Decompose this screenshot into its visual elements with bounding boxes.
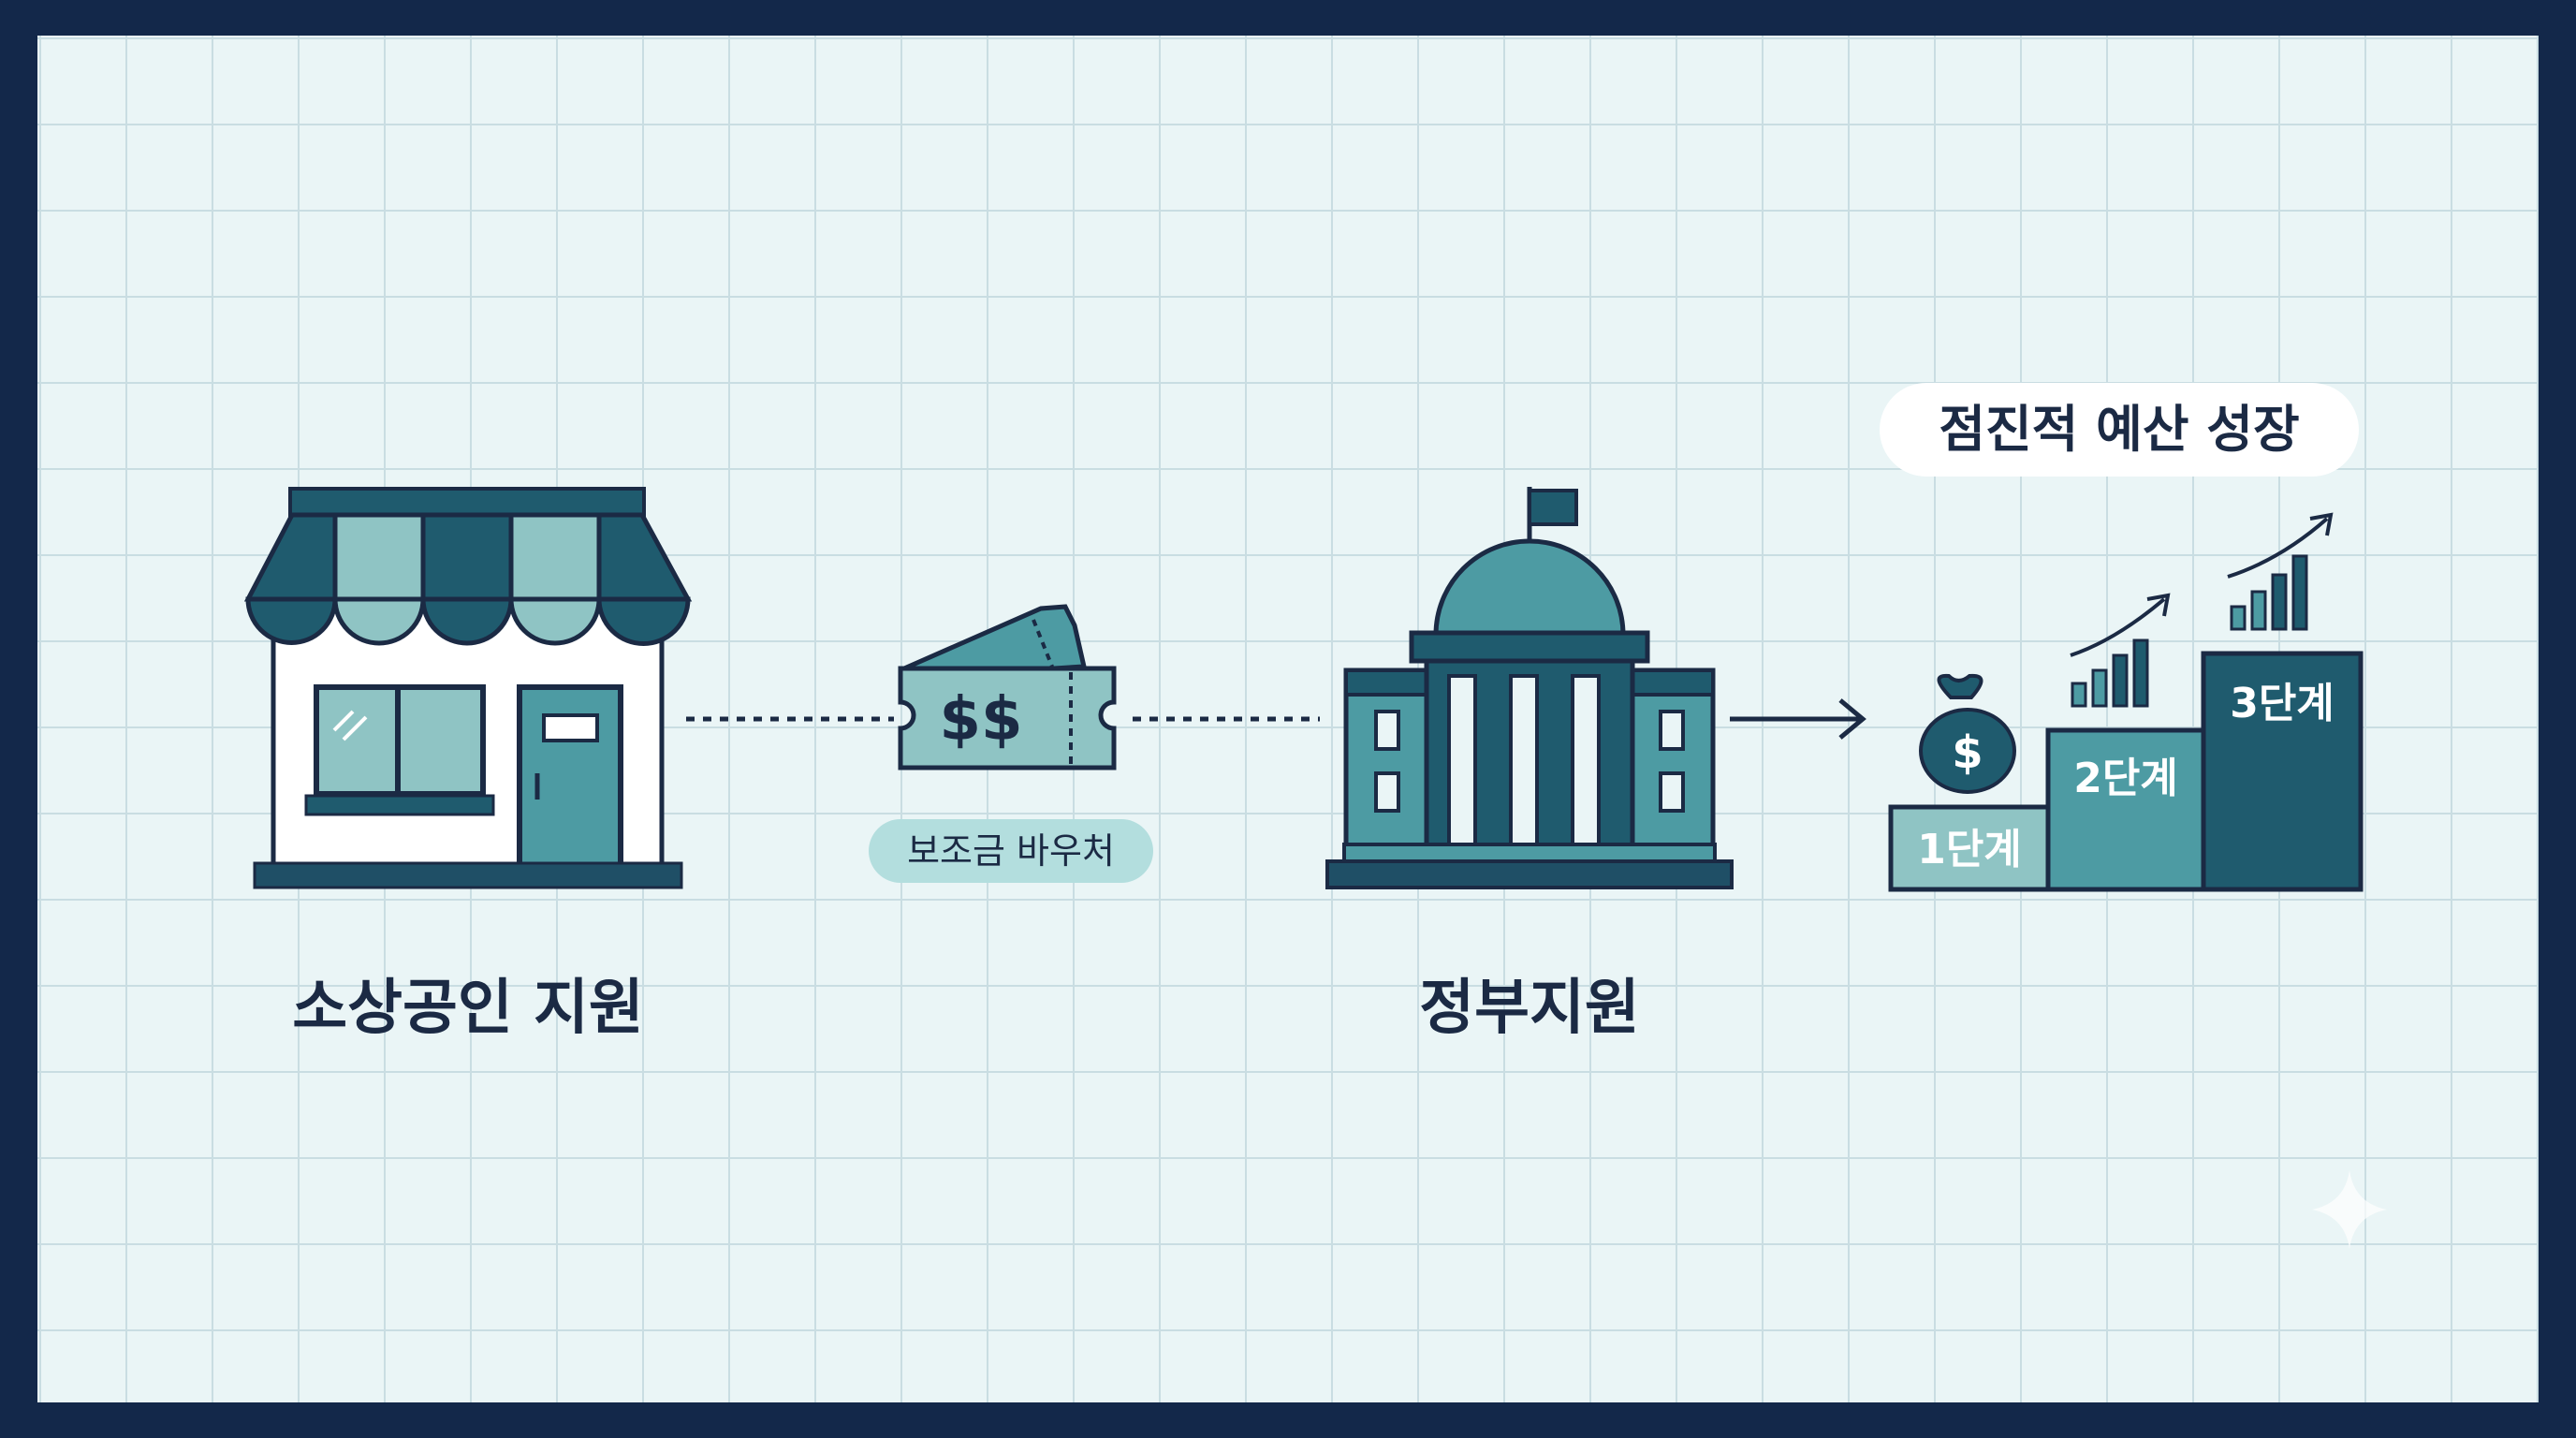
voucher-dollar-text: $$ xyxy=(939,685,1022,755)
money-bag-icon: $ xyxy=(1919,673,2016,794)
voucher-icon: $$ xyxy=(898,604,1117,770)
bar-chart-icon-stage-3 xyxy=(2227,512,2334,631)
growth-stages-chart: $ 1단계 2단계 3단계 xyxy=(1888,512,2364,892)
stage-2-label: 2단계 xyxy=(2073,755,2178,802)
store-icon xyxy=(243,487,693,889)
government-building-icon xyxy=(1325,487,1734,889)
sparkle-icon xyxy=(2312,1170,2387,1249)
stage-1-label: 1단계 xyxy=(1917,826,2022,873)
stage-2-block xyxy=(2045,727,2206,892)
growth-label: 점진적 예산 성장 xyxy=(1880,383,2359,477)
bar-chart-icon-stage-2 xyxy=(2070,593,2171,708)
stage-3-label: 3단계 xyxy=(2230,680,2334,727)
government-label: 정부지원 xyxy=(1419,974,1640,1043)
arrow-icon xyxy=(1730,698,1866,740)
small-business-label: 소상공인 지원 xyxy=(292,974,644,1043)
voucher-label: 보조금 바우처 xyxy=(869,819,1153,883)
stage-3-block xyxy=(2201,651,2364,892)
money-bag-dollar-text: $ xyxy=(1952,726,1983,779)
